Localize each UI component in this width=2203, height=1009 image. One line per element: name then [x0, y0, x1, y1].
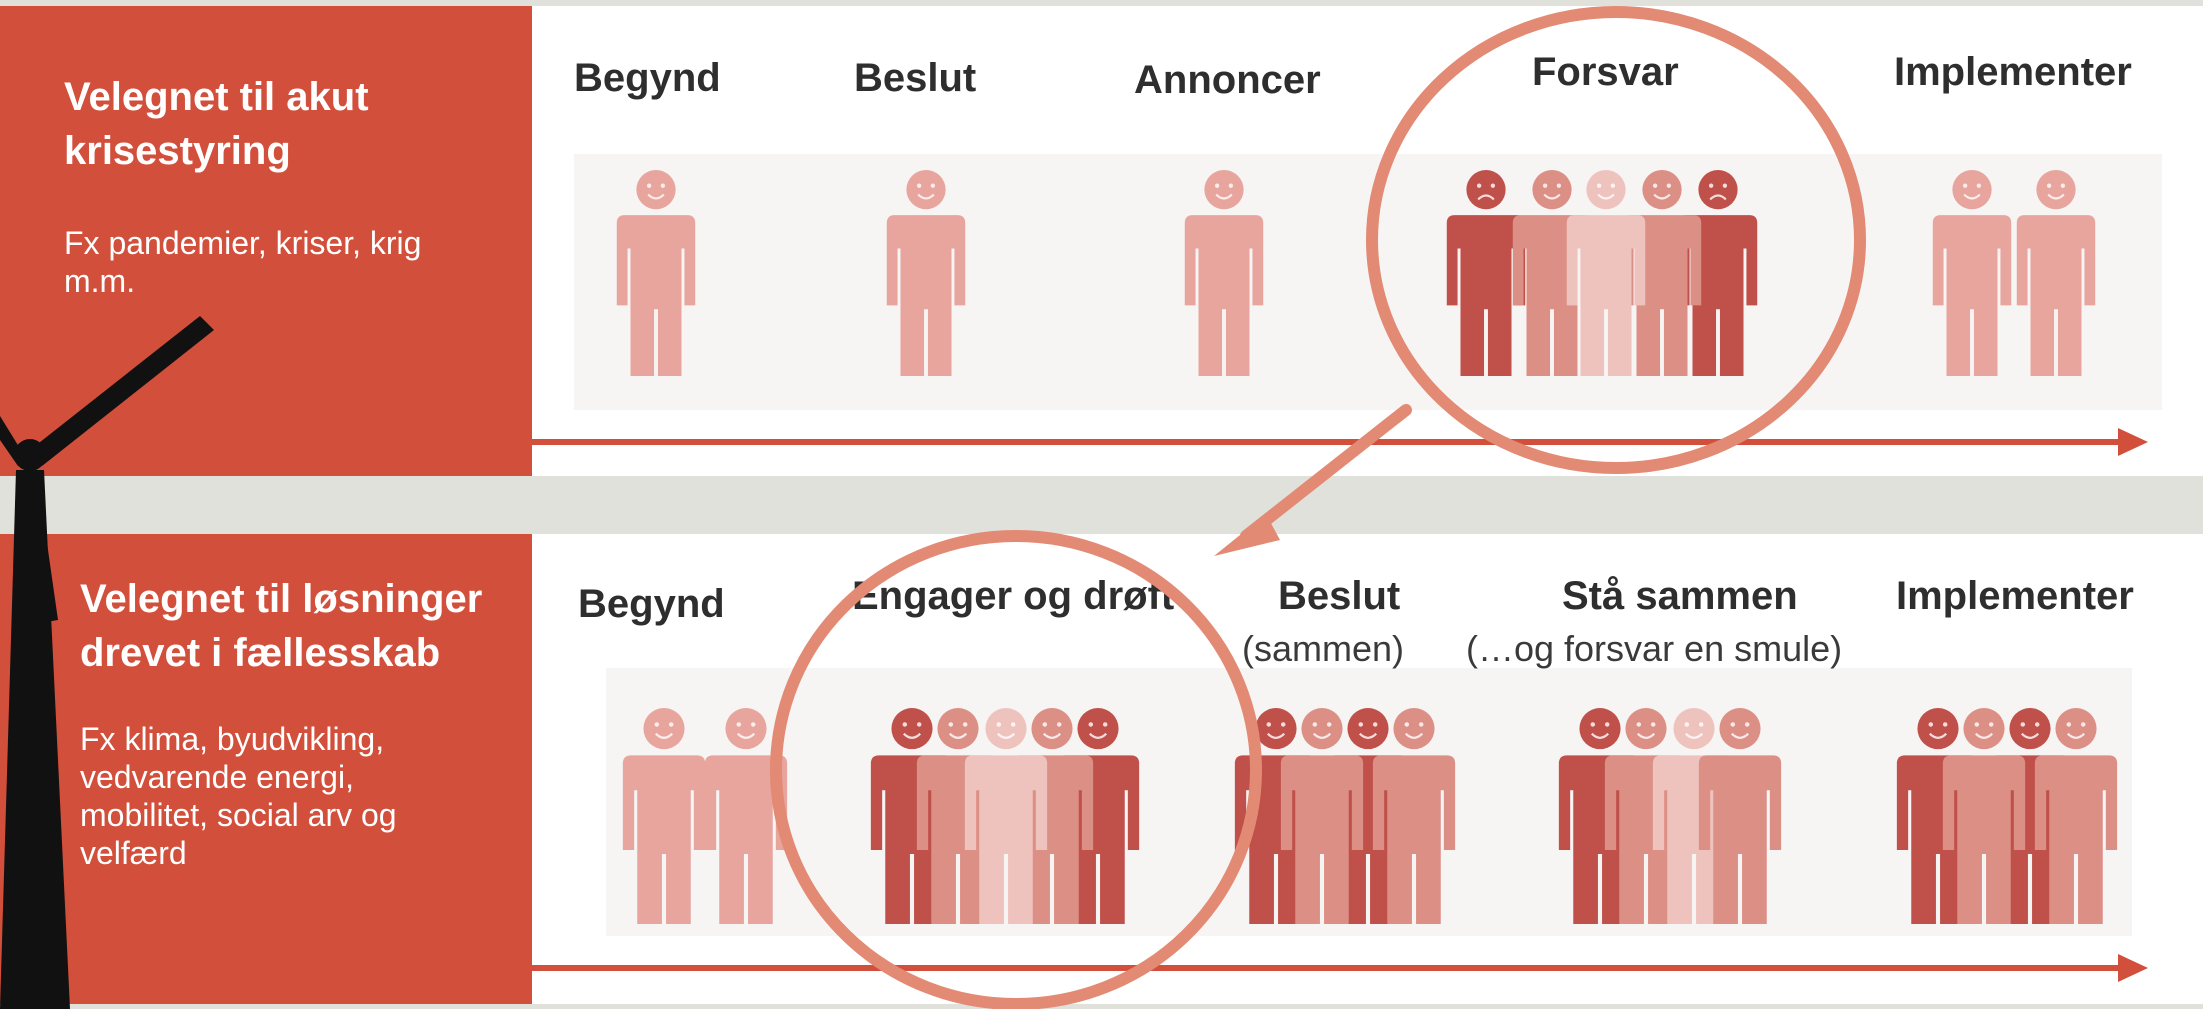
top-panel-title: Velegnet til akut krisestyring — [64, 75, 369, 173]
bottom-side-panel — [0, 534, 532, 1004]
bottom-arrowhead — [2118, 954, 2148, 982]
person-figure — [1604, 708, 1688, 924]
top-panel-description: Fx pandemier, kriser, krig m.m. — [64, 225, 422, 299]
bottom-stage-implementer: Implementer — [1896, 574, 2134, 618]
bottom-stage-beslut: Beslut — [1278, 574, 1401, 618]
top-stage-beslut: Beslut — [854, 56, 977, 100]
engager-highlight-circle — [770, 530, 1262, 1009]
person-figure — [1698, 708, 1782, 924]
bottom-sub-forsvar: (…og forsvar en smule) — [1466, 628, 1843, 669]
top-stage-annoncer: Annoncer — [1134, 58, 1321, 102]
top-side-panel — [0, 6, 532, 476]
person-figure — [916, 708, 1000, 924]
person-figure — [1566, 170, 1646, 376]
person-figure — [622, 708, 706, 924]
top-stage-forsvar: Forsvar — [1532, 50, 1679, 94]
bottom-stage-engager: Engager og drøft — [852, 574, 1175, 618]
bottom-panel-description: Fx klima, byudvikling, vedvarende energi… — [80, 721, 397, 871]
person-figure — [1280, 708, 1364, 924]
shift-arrowhead — [1214, 514, 1280, 556]
person-figure — [1942, 708, 2026, 924]
shift-arrow — [1240, 404, 1412, 542]
person-figure — [704, 708, 788, 924]
person-figure — [2016, 170, 2096, 376]
top-crowd-area — [574, 154, 2162, 410]
wind-turbine-illustration — [0, 316, 214, 1009]
person-figure — [1932, 170, 2012, 376]
person-figure — [616, 170, 696, 376]
person-figure — [1184, 170, 1264, 376]
bottom-stage-staa-sammen: Stå sammen — [1562, 574, 1798, 618]
person-figure — [886, 170, 966, 376]
top-stage-begynd: Begynd — [574, 56, 721, 100]
top-arrowhead — [2118, 428, 2148, 456]
person-figure — [2034, 708, 2118, 924]
top-stage-implementer: Implementer — [1894, 50, 2132, 94]
bottom-panel-title: Velegnet til løsninger drevet i fællessk… — [80, 577, 483, 675]
person-figure — [964, 708, 1048, 924]
person-figure — [1372, 708, 1456, 924]
forsvar-highlight-circle — [1366, 6, 1866, 474]
bottom-stage-begynd: Begynd — [578, 582, 725, 626]
bottom-sub-sammen: (sammen) — [1242, 628, 1405, 669]
person-figure — [1446, 170, 1526, 376]
